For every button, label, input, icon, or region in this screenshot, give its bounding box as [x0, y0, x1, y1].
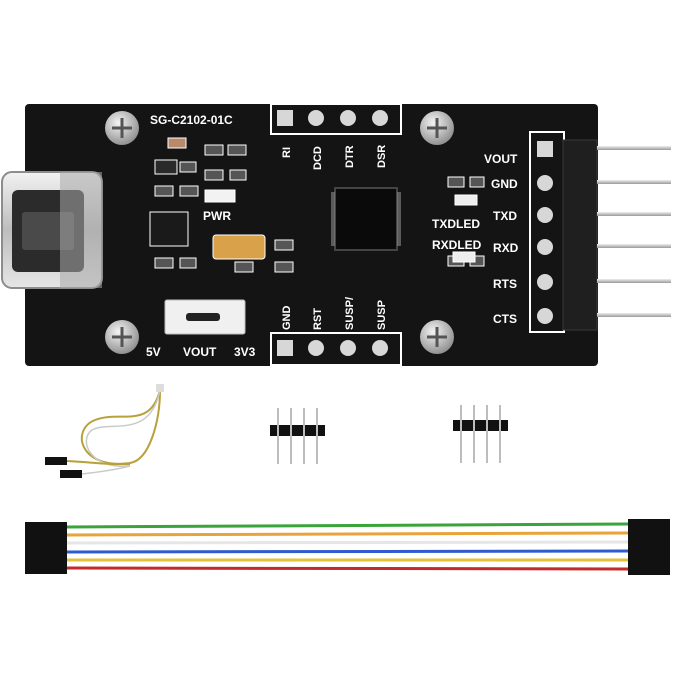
voltage-switch[interactable]	[164, 299, 246, 335]
pin-label-gnd: GND	[491, 177, 518, 191]
pin-label-rxd: RXD	[493, 241, 519, 255]
pcb-board: SG-C2102-01C PWR	[1, 103, 671, 366]
txd-led	[454, 194, 478, 206]
pin-label-dsr: DSR	[376, 145, 388, 168]
cp2102-chip	[331, 187, 401, 251]
smd-components	[149, 137, 485, 273]
pin-label-txd: TXD	[493, 209, 517, 223]
switch-label-3v3: 3V3	[234, 345, 256, 359]
screw-top-left	[105, 111, 139, 145]
rxd-led-label: RXDLED	[432, 238, 482, 252]
jumper-wire	[45, 384, 164, 478]
screw-bottom-left	[105, 320, 139, 354]
pin-label-rts: RTS	[493, 277, 517, 291]
screw-top-right	[420, 111, 454, 145]
board-model-label: SG-C2102-01C	[150, 113, 233, 127]
screw-bottom-right	[420, 320, 454, 354]
pin-label-rst: RST	[312, 308, 324, 330]
pin-label-susp: SUSP	[376, 300, 388, 330]
pwr-label: PWR	[203, 209, 231, 223]
dupont-cable	[25, 519, 670, 575]
pin-label-gnd-bottom: GND	[281, 306, 293, 331]
switch-label-5v: 5V	[146, 345, 161, 359]
pin-header-strip-right	[453, 405, 508, 463]
pin-label-dtr: DTR	[344, 145, 356, 168]
pin-label-cts: CTS	[493, 312, 517, 326]
txd-led-label: TXDLED	[432, 217, 480, 231]
usb-c-connector	[1, 171, 103, 289]
switch-label-vout: VOUT	[183, 345, 217, 359]
pin-label-susp-inv: SUSP/	[344, 297, 356, 330]
rxd-led	[452, 251, 476, 263]
pin-label-dcd: DCD	[312, 146, 324, 170]
pwr-led	[204, 189, 236, 203]
pin-label-vout: VOUT	[484, 152, 518, 166]
right-pin-header	[529, 131, 671, 333]
bottom-header: GND RST SUSP/ SUSP	[270, 297, 402, 366]
pin-header-strip-left	[270, 408, 325, 464]
top-header: RI DCD DTR DSR	[270, 103, 402, 170]
pin-label-ri: RI	[281, 147, 293, 158]
